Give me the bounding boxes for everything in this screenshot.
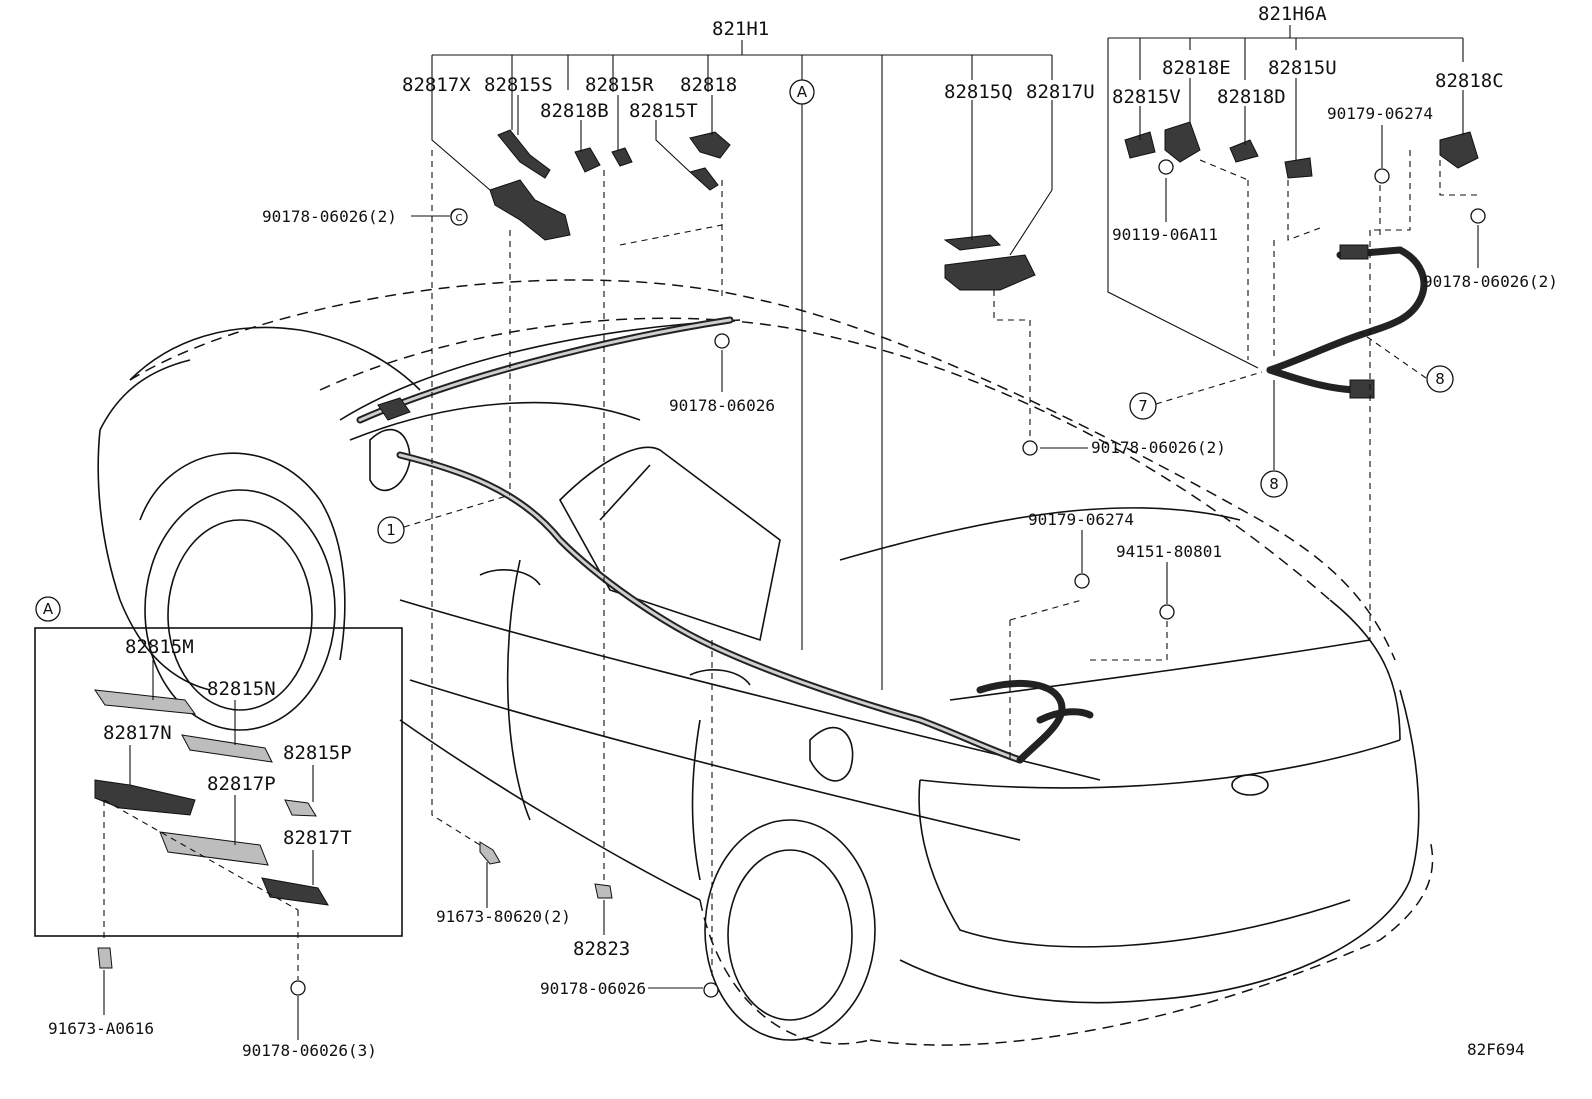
fastener-labels: 90178-06026(2) 90178-06026 90178-06026(2…	[48, 104, 1558, 1060]
part-labels: 821H1 821H6A 82817X 82815S 82815R 82818 …	[103, 3, 1504, 960]
callout-1	[377, 516, 405, 544]
fastener-icons	[97, 159, 1486, 998]
label-rear-nut: 90179-06274	[1028, 510, 1134, 529]
label-82818: 82818	[680, 74, 737, 96]
label-box-clip: 90178-06026(2)	[1423, 272, 1558, 291]
label-82815S: 82815S	[484, 74, 553, 96]
part-shapes	[93, 121, 1479, 906]
label-side-bolt: 91673-80620(2)	[436, 907, 571, 926]
label-82815Q: 82815Q	[944, 81, 1013, 103]
clip-icon	[290, 980, 306, 996]
label-left-clip: 90178-06026(2)	[262, 207, 397, 226]
label-grommet: 94151-80801	[1116, 542, 1222, 561]
label-right-clip: 90178-06026(2)	[1091, 438, 1226, 457]
callout-8-right	[1426, 365, 1454, 393]
callout-a-main-label: A	[797, 83, 808, 101]
label-82823: 82823	[573, 938, 630, 960]
clip-icon	[714, 333, 730, 349]
label-inset-clip: 90178-06026(3)	[242, 1041, 377, 1060]
label-82818B: 82818B	[540, 100, 609, 122]
label-82815M: 82815M	[125, 636, 194, 658]
label-82815V: 82815V	[1112, 86, 1181, 108]
label-82818C: 82818C	[1435, 70, 1504, 92]
nut-icon	[1374, 168, 1390, 184]
label-82817X: 82817X	[402, 74, 471, 96]
label-82815P: 82815P	[283, 742, 352, 764]
label-82815R: 82815R	[585, 74, 654, 96]
inset-detail-box	[34, 627, 403, 937]
label-82815U: 82815U	[1268, 57, 1337, 79]
label-82817N: 82817N	[103, 722, 172, 744]
label-82817P: 82817P	[207, 773, 276, 795]
clip-icon	[703, 982, 719, 998]
label-82817U: 82817U	[1026, 81, 1095, 103]
label-bottom-clip: 90178-06026	[540, 979, 646, 998]
callout-7-label: 7	[1138, 397, 1148, 415]
callout-a-inset-label: A	[43, 600, 54, 618]
callout-8-lower	[1260, 470, 1288, 498]
label-box-nut: 90179-06274	[1327, 104, 1433, 123]
bolt-icon	[97, 947, 113, 969]
clip-icon	[1470, 208, 1486, 224]
bolt-icon	[1158, 159, 1174, 175]
label-82815T: 82815T	[629, 100, 698, 122]
car-body-outline	[97, 279, 1434, 1046]
grommet-icon	[1159, 604, 1175, 620]
label-82818D: 82818D	[1217, 86, 1286, 108]
callout-c-label: C	[456, 213, 463, 224]
label-821H1: 821H1	[712, 18, 769, 40]
bolt-icon	[479, 841, 501, 865]
clip-icon	[594, 883, 613, 899]
callout-circles: A A 1 7 8 8 C	[35, 79, 1454, 622]
callout-8-right-label: 8	[1435, 370, 1445, 388]
label-82818E: 82818E	[1162, 57, 1231, 79]
label-inset-bolt: 91673-A0616	[48, 1019, 154, 1038]
callout-c	[450, 208, 468, 226]
clip-icon	[1022, 440, 1038, 456]
main-wire-harness	[356, 316, 1094, 764]
callout-a-main	[789, 79, 815, 105]
nut-icon	[1074, 573, 1090, 589]
callout-8-lower-label: 8	[1269, 475, 1279, 493]
label-box-bolt: 90119-06A11	[1112, 225, 1218, 244]
callout-1-label: 1	[386, 521, 396, 539]
label-roof-clip: 90178-06026	[669, 396, 775, 415]
callout-7	[1129, 392, 1157, 420]
label-821H6A: 821H6A	[1258, 3, 1327, 25]
rear-wire-harness	[1266, 244, 1428, 399]
leader-lines	[103, 25, 1479, 1040]
label-82817T: 82817T	[283, 827, 352, 849]
callout-a-inset	[35, 596, 61, 622]
label-82815N: 82815N	[207, 678, 276, 700]
figure-code: 82F694	[1467, 1040, 1525, 1059]
